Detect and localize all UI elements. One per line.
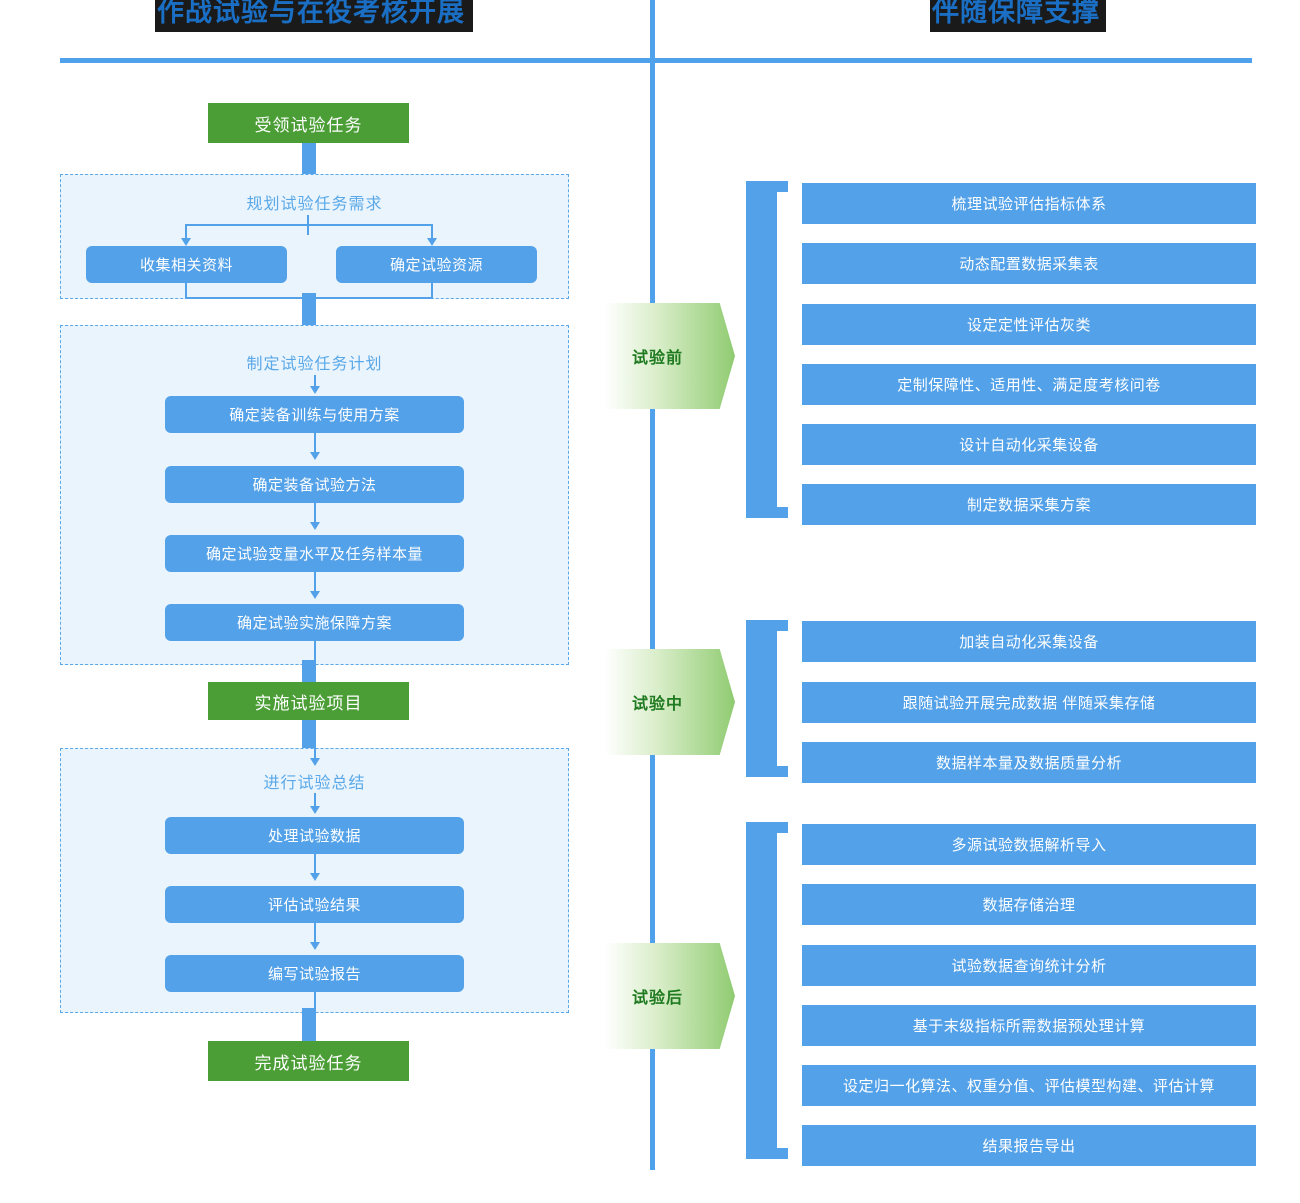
node-collect-materials[interactable]: 收集相关资料 <box>86 246 287 283</box>
node-variable-levels-sample-size[interactable]: 确定试验变量水平及任务样本量 <box>165 535 464 572</box>
right-item-after-3[interactable]: 试验数据查询统计分析 <box>802 945 1256 986</box>
right-item-before-5[interactable]: 设计自动化采集设备 <box>802 424 1256 465</box>
right-item-after-2[interactable]: 数据存储治理 <box>802 884 1256 925</box>
right-title-highlight <box>930 0 1106 32</box>
node-start[interactable]: 受领试验任务 <box>208 103 409 143</box>
right-item-during-3[interactable]: 数据样本量及数据质量分析 <box>802 742 1256 783</box>
bracket-after-test <box>746 822 777 1159</box>
connector-mid-to-group3 <box>302 720 316 748</box>
right-item-after-1[interactable]: 多源试验数据解析导入 <box>802 824 1256 865</box>
plan-stem-exit <box>314 641 316 665</box>
left-title-highlight <box>155 0 473 32</box>
group-plan-requirements-title: 规划试验任务需求 <box>246 196 383 213</box>
right-item-before-3[interactable]: 设定定性评估灰类 <box>802 304 1256 345</box>
right-item-before-2[interactable]: 动态配置数据采集表 <box>802 243 1256 284</box>
summary-entry-stem <box>314 748 316 760</box>
merge-right-riser <box>431 283 433 299</box>
right-title: 伴随保障支撑 <box>932 0 1100 27</box>
node-evaluate-test-result[interactable]: 评估试验结果 <box>165 886 464 923</box>
node-implement-test[interactable]: 实施试验项目 <box>208 682 409 720</box>
connector-group3-to-end <box>302 1008 316 1041</box>
bracket-during-test-top-notch <box>777 620 788 631</box>
node-equipment-training-plan[interactable]: 确定装备训练与使用方案 <box>165 396 464 433</box>
plan-arrow-2 <box>310 522 320 530</box>
summary-arrow-1 <box>310 873 320 881</box>
plan-stem-2 <box>314 503 316 524</box>
left-title: 作战试验与在役考核开展 <box>157 0 465 27</box>
summary-stem-2 <box>314 923 316 943</box>
right-item-after-5[interactable]: 设定归一化算法、权重分值、评估模型构建、评估计算 <box>802 1065 1256 1106</box>
bracket-before-test-bottom-notch <box>777 507 788 518</box>
plan-stem-0 <box>314 375 316 388</box>
right-item-after-6[interactable]: 结果报告导出 <box>802 1125 1256 1166</box>
phase-after-test[interactable]: 试验后 <box>596 943 735 1049</box>
bracket-after-test-top-notch <box>777 822 788 833</box>
right-item-during-2[interactable]: 跟随试验开展完成数据 伴随采集存储 <box>802 682 1256 723</box>
right-item-after-4[interactable]: 基于末级指标所需数据预处理计算 <box>802 1005 1256 1046</box>
plan-stem-1 <box>314 433 316 454</box>
header-divider-line <box>60 58 1252 63</box>
plan-arrow-0 <box>310 386 320 394</box>
connector-group1-to-group2 <box>302 293 316 325</box>
branch-horizontal-bar <box>185 224 433 226</box>
right-item-before-4[interactable]: 定制保障性、适用性、满足度考核问卷 <box>802 364 1256 405</box>
node-write-test-report[interactable]: 编写试验报告 <box>165 955 464 992</box>
right-item-before-6[interactable]: 制定数据采集方案 <box>802 484 1256 525</box>
summary-stem-0 <box>314 793 316 807</box>
bracket-before-test <box>746 181 777 518</box>
summary-exit-stem <box>314 992 316 1013</box>
branch-left-drop <box>185 224 187 240</box>
group-task-plan-title: 制定试验任务计划 <box>246 356 383 373</box>
connector-group2-to-mid <box>302 660 316 682</box>
bracket-before-test-top-notch <box>777 181 788 192</box>
summary-stem-1 <box>314 854 316 874</box>
summary-arrow-2 <box>310 942 320 950</box>
plan-arrow-1 <box>310 452 320 460</box>
summary-arrow-0 <box>310 806 320 814</box>
group-test-summary-title: 进行试验总结 <box>263 775 366 792</box>
plan-stem-3 <box>314 572 316 593</box>
bracket-after-test-bottom-notch <box>777 1148 788 1159</box>
column-divider-line <box>650 0 655 1170</box>
node-determine-resources[interactable]: 确定试验资源 <box>336 246 537 283</box>
connector-start-to-group1 <box>302 143 316 174</box>
node-test-support-plan[interactable]: 确定试验实施保障方案 <box>165 604 464 641</box>
node-equipment-test-method[interactable]: 确定装备试验方法 <box>165 466 464 503</box>
merge-left-riser <box>185 283 187 299</box>
summary-entry-arrow <box>310 758 320 766</box>
branch-right-drop <box>431 224 433 240</box>
right-item-during-1[interactable]: 加装自动化采集设备 <box>802 621 1256 662</box>
bracket-during-test <box>746 620 777 777</box>
right-item-before-1[interactable]: 梳理试验评估指标体系 <box>802 183 1256 224</box>
phase-before-test[interactable]: 试验前 <box>596 303 735 409</box>
plan-arrow-3 <box>310 591 320 599</box>
branch-right-arrowhead <box>427 238 437 246</box>
bracket-during-test-bottom-notch <box>777 766 788 777</box>
phase-during-test[interactable]: 试验中 <box>596 649 735 755</box>
branch-left-arrowhead <box>181 238 191 246</box>
node-process-test-data[interactable]: 处理试验数据 <box>165 817 464 854</box>
node-complete-test[interactable]: 完成试验任务 <box>208 1041 409 1081</box>
